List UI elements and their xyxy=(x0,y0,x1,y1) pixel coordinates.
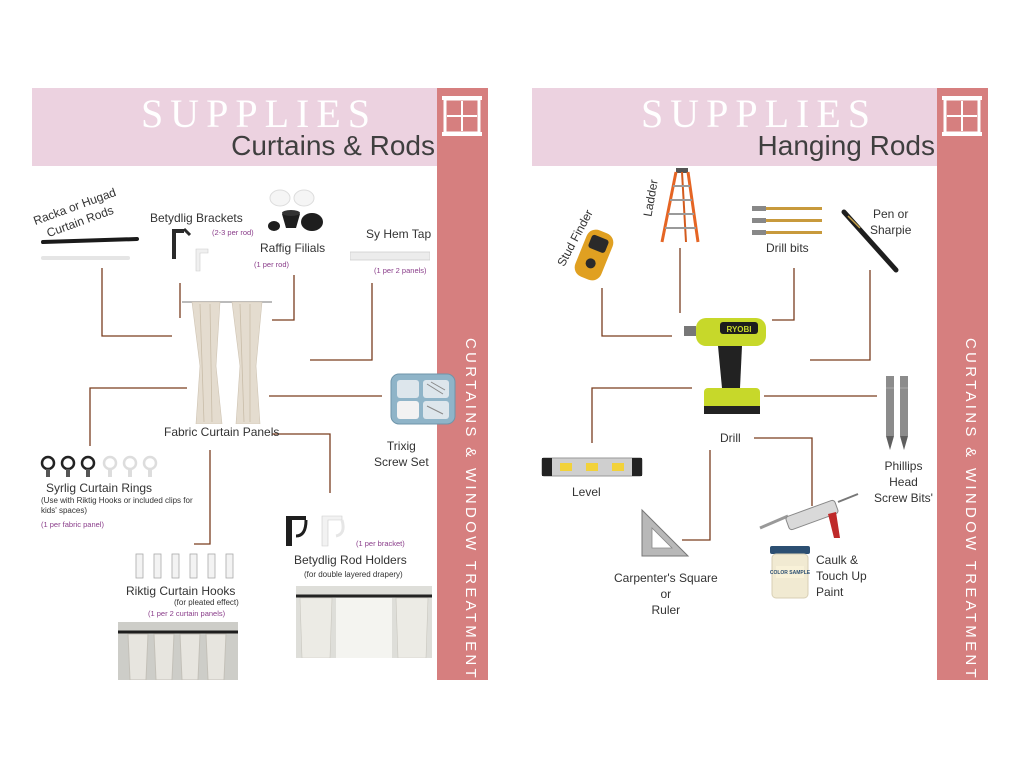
holders-note: (1 per bracket) xyxy=(356,539,405,548)
screw-set-image xyxy=(390,373,456,425)
header-subtitle: Curtains & Rods xyxy=(231,130,435,161)
header-subtitle: Hanging Rods xyxy=(757,130,935,161)
hooks-title: Riktig Curtain Hooks xyxy=(126,584,236,598)
brackets-title: Betydlig Brackets xyxy=(150,211,243,225)
side-text: CURTAINS & WINDOW TREATMENTS xyxy=(962,338,979,695)
rings-title: Syrlig Curtain Rings xyxy=(46,481,153,495)
side-bar: CURTAINS & WINDOW TREATMENTS xyxy=(437,88,488,695)
pen-title: Pen or Sharpie xyxy=(870,207,912,237)
drill-image: RYOBI xyxy=(684,318,766,414)
bracket-image xyxy=(172,227,209,272)
ladder-image xyxy=(660,168,700,243)
header-word: SUPPLIES xyxy=(140,91,377,136)
drill-brand: RYOBI xyxy=(726,325,751,334)
curtain-rings-image xyxy=(40,455,158,477)
rod-holder-image xyxy=(286,515,345,547)
rings-subtitle: (Use with Riktig Hooks or included clips… xyxy=(41,496,193,515)
panels-title: Fabric Curtain Panels xyxy=(164,425,280,439)
racka-title: Racka or Hugad Curtain Rods xyxy=(31,185,118,241)
brackets-note: (2-3 per rod) xyxy=(212,228,254,237)
window-icon xyxy=(942,96,982,136)
holders-subtitle: (for double layered drapery) xyxy=(304,570,403,579)
screwset-title: Trixig Screw Set xyxy=(374,439,429,469)
panel-header: SUPPLIES Curtains & Rods xyxy=(32,88,437,166)
hooks-subtitle: (for pleated effect) xyxy=(174,598,239,607)
side-text: CURTAINS & WINDOW TREATMENTS xyxy=(462,338,479,695)
hem-tape-image xyxy=(350,251,430,261)
rings-note: (1 per fabric panel) xyxy=(41,520,104,529)
holders-title: Betydlig Rod Holders xyxy=(294,553,407,567)
hemtape-title: Sy Hem Tap xyxy=(366,227,432,241)
pleated-curtain-photo xyxy=(118,622,238,680)
drill-bits-title: Drill bits xyxy=(766,241,809,255)
paint-sample-image: COLOR SAMPLE xyxy=(770,546,811,599)
stud-finder-image xyxy=(574,229,614,281)
finials-title: Raffig Filials xyxy=(260,241,326,255)
panel-header: SUPPLIES Hanging Rods xyxy=(532,88,937,166)
pen-image xyxy=(841,209,899,273)
side-bar: CURTAINS & WINDOW TREATMENTS xyxy=(937,88,988,695)
layered-drapery-photo xyxy=(296,586,432,658)
hanging-rods-panel: SUPPLIES Hanging Rods CURTAINS & WINDOW … xyxy=(532,88,988,695)
square-title: Carpenter's Square or Ruler xyxy=(614,571,718,617)
phillips-title: Phillips Head Screw Bits' xyxy=(874,459,933,505)
caulk-title: Caulk & Touch Up Paint xyxy=(816,553,867,599)
curtain-hooks-image xyxy=(135,553,234,579)
hooks-note: (1 per 2 curtain panels) xyxy=(148,609,226,618)
finials-note: (1 per rod) xyxy=(254,260,290,269)
carpenters-square-image xyxy=(641,508,690,557)
drill-title: Drill xyxy=(720,431,741,445)
curtain-panels-image xyxy=(182,301,272,424)
curtain-rod-image xyxy=(41,237,139,260)
drill-bits-image xyxy=(752,206,822,235)
level-image xyxy=(541,457,643,477)
header-word: SUPPLIES xyxy=(640,91,877,136)
hemtape-note: (1 per 2 panels) xyxy=(374,266,427,275)
level-title: Level xyxy=(572,485,601,499)
caulk-gun-image xyxy=(759,493,859,538)
window-icon xyxy=(442,96,482,136)
curtains-rods-panel: SUPPLIES Curtains & Rods CURTAINS & WIND… xyxy=(31,88,488,695)
phillips-bits-image xyxy=(886,376,908,450)
finials-image xyxy=(268,189,323,231)
paint-label: COLOR SAMPLE xyxy=(770,570,811,576)
